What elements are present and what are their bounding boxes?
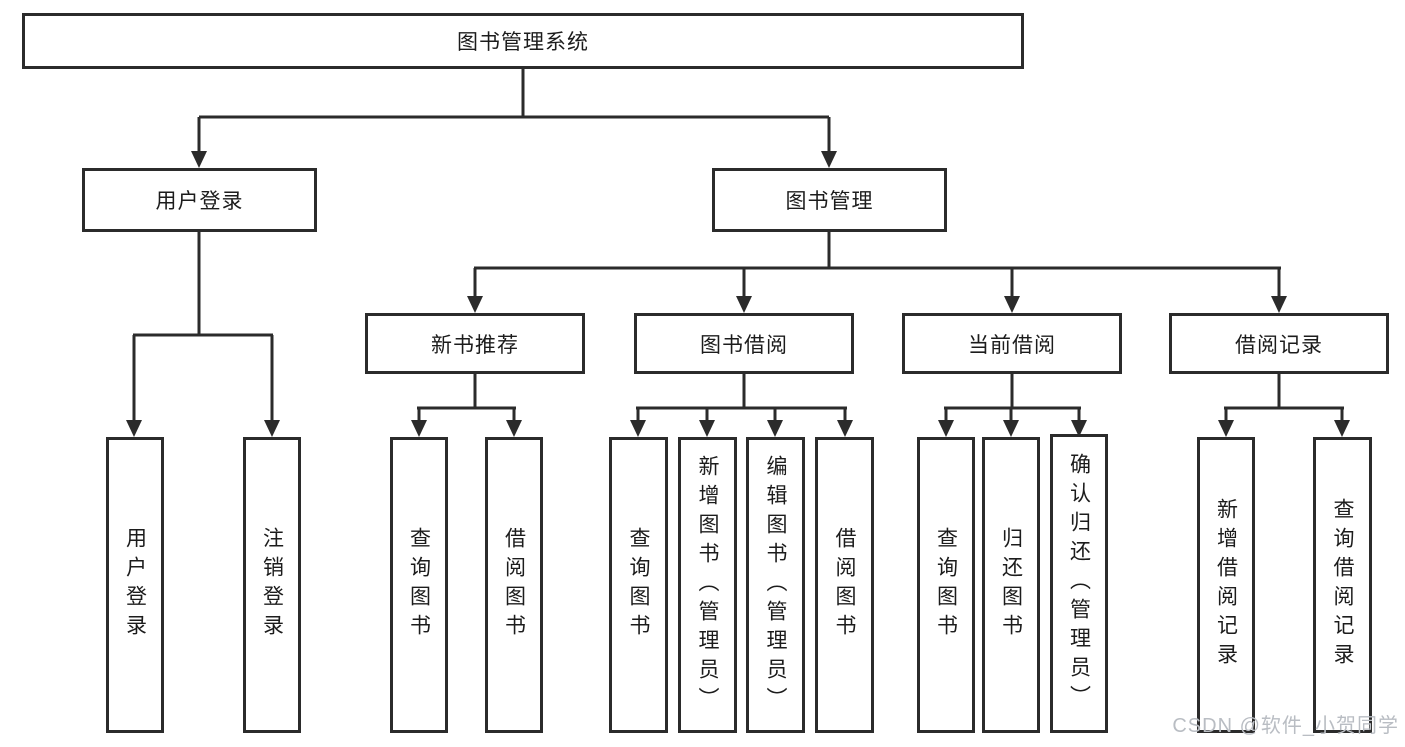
node-borrowing-records: 借阅记录	[1169, 313, 1389, 374]
node-leaf-query-books-current: 查询图书	[917, 437, 975, 733]
node-leaf-user-login: 用户登录	[106, 437, 164, 733]
node-leaf-edit-book-admin: 编辑图书（管理员）	[746, 437, 805, 733]
arrowheads	[126, 151, 1350, 437]
node-leaf-query-borrow-record: 查询借阅记录	[1313, 437, 1372, 733]
node-current-borrowing: 当前借阅	[902, 313, 1122, 374]
node-new-book-recommendation: 新书推荐	[365, 313, 585, 374]
node-leaf-add-borrow-record: 新增借阅记录	[1197, 437, 1255, 733]
node-leaf-borrow-books-recommend: 借阅图书	[485, 437, 543, 733]
node-leaf-borrow-books-borrowing: 借阅图书	[815, 437, 874, 733]
node-leaf-confirm-return-admin: 确认归还（管理员）	[1050, 434, 1108, 733]
node-user-login: 用户登录	[82, 168, 317, 232]
node-library-system: 图书管理系统	[22, 13, 1024, 69]
node-book-management: 图书管理	[712, 168, 947, 232]
node-leaf-return-books: 归还图书	[982, 437, 1040, 733]
node-leaf-add-book-admin: 新增图书（管理员）	[678, 437, 737, 733]
watermark: CSDN @软件_小贺同学	[1172, 715, 1399, 737]
node-book-borrowing: 图书借阅	[634, 313, 854, 374]
node-leaf-query-books-recommend: 查询图书	[390, 437, 448, 733]
node-leaf-query-books-borrowing: 查询图书	[609, 437, 668, 733]
node-leaf-logout: 注销登录	[243, 437, 301, 733]
